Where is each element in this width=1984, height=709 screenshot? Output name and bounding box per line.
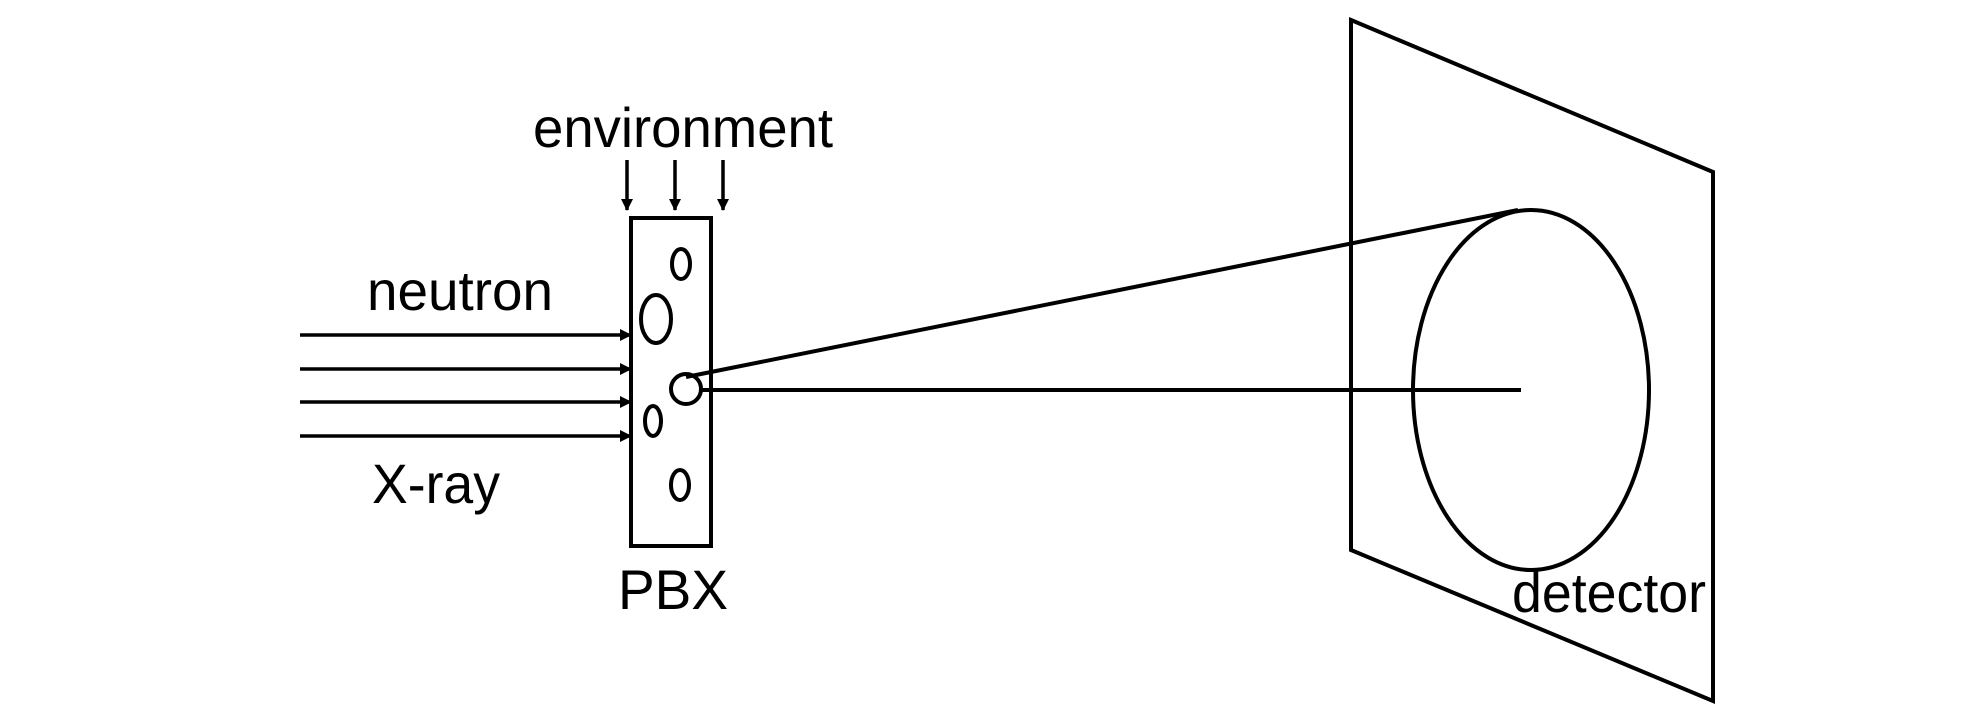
detector-label: detector	[1512, 561, 1706, 624]
sample-pore	[669, 372, 703, 406]
sample-pore	[670, 247, 692, 281]
sample-rectangle	[629, 216, 713, 548]
xray-label: X-ray	[372, 452, 500, 515]
environment-arrows	[621, 160, 729, 211]
sample-pore	[669, 468, 691, 502]
sample-label: PBX	[618, 558, 728, 621]
sample-pore	[639, 293, 673, 345]
incident-beam-arrows	[300, 329, 632, 442]
neutron-label: neutron	[367, 259, 553, 322]
detector-plane	[1349, 16, 1715, 705]
environment-label: environment	[533, 96, 833, 159]
scattering-ring	[1411, 208, 1651, 572]
scattered-ray-upper	[685, 208, 1519, 379]
sample-slab	[629, 216, 713, 548]
sample-pore	[643, 404, 663, 438]
scattering-cone	[685, 208, 1651, 572]
